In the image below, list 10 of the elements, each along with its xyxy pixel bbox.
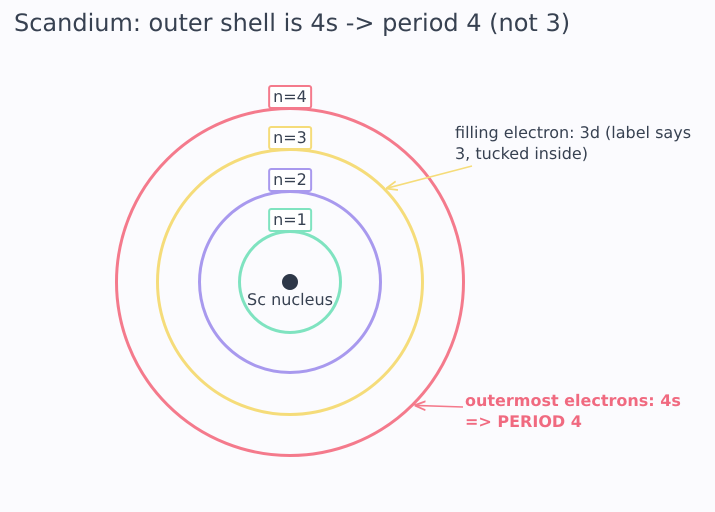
annotation-text: outermost electrons: 4s => PERIOD 4 bbox=[465, 390, 705, 432]
leader-arrow bbox=[385, 165, 472, 191]
shell-label: n=3 bbox=[268, 126, 312, 150]
leader-arrow bbox=[413, 400, 464, 412]
annotation-text: filling electron: 3d (label says 3, tucked inside) bbox=[455, 122, 705, 164]
shell-label: n=1 bbox=[268, 208, 312, 232]
shell-label: n=2 bbox=[268, 168, 312, 192]
nucleus-label: Sc nucleus bbox=[247, 290, 333, 309]
title: Scandium: outer shell is 4s -> period 4 (not 3) bbox=[14, 9, 570, 37]
shell-label: n=4 bbox=[268, 85, 312, 109]
